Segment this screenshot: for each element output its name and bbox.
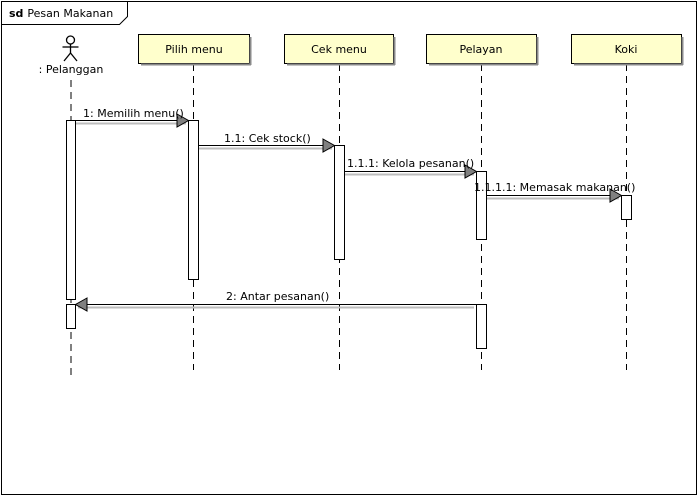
message-label-1-1-1: 1.1.1: Kelola pesanan() [347,157,474,170]
message-1-1-1-1: 1.1.1.1: Memasak makanan() [474,181,635,203]
activation-pelanggan-2 [66,304,76,329]
frame-keyword: sd [9,7,23,20]
frame-title: sd Pesan Makanan [9,7,113,20]
message-2: 2: Antar pesanan() [74,290,477,312]
lifeline-label-pilih-menu: Pilih menu [165,43,222,56]
object-cek-menu: Cek menu [284,34,396,66]
lifeline-label-pelanggan: : Pelanggan [39,63,104,76]
arrowhead-icon [74,297,88,312]
object-pelayan: Pelayan [426,34,539,66]
object-koki: Koki [571,34,684,66]
message-label-1-1-1-1: 1.1.1.1: Memasak makanan() [474,181,635,194]
lifeline-label-koki: Koki [615,43,638,56]
activations [66,120,632,349]
actor-stick-figure-icon [62,35,79,62]
frame-title-tab [1,1,128,25]
arrowhead-icon [176,113,190,128]
activation-pelayan-2 [476,304,487,349]
activation-koki [621,195,632,220]
frame-name: Pesan Makanan [27,7,113,20]
message-1-1: 1.1: Cek stock() [198,132,336,153]
arrowhead-icon [609,188,623,203]
arrowhead-icon [322,138,336,153]
activation-pelanggan-1 [66,120,76,300]
arrowhead-icon [464,164,478,179]
message-label-1-1: 1.1: Cek stock() [224,132,311,145]
object-pilih-menu: Pilih menu [138,34,252,66]
activation-pilih-menu [188,120,199,280]
message-1-1-1: 1.1.1: Kelola pesanan() [344,157,478,179]
activation-pelayan-1 [476,171,487,240]
activation-cek-menu [334,145,345,260]
message-label-2: 2: Antar pesanan() [226,290,329,303]
lifeline-label-cek-menu: Cek menu [311,43,367,56]
message-label-1: 1: Memilih menu() [83,107,184,120]
message-1: 1: Memilih menu() [75,107,190,128]
actor-pelanggan: : Pelanggan [39,35,104,76]
lifeline-label-pelayan: Pelayan [459,43,502,56]
